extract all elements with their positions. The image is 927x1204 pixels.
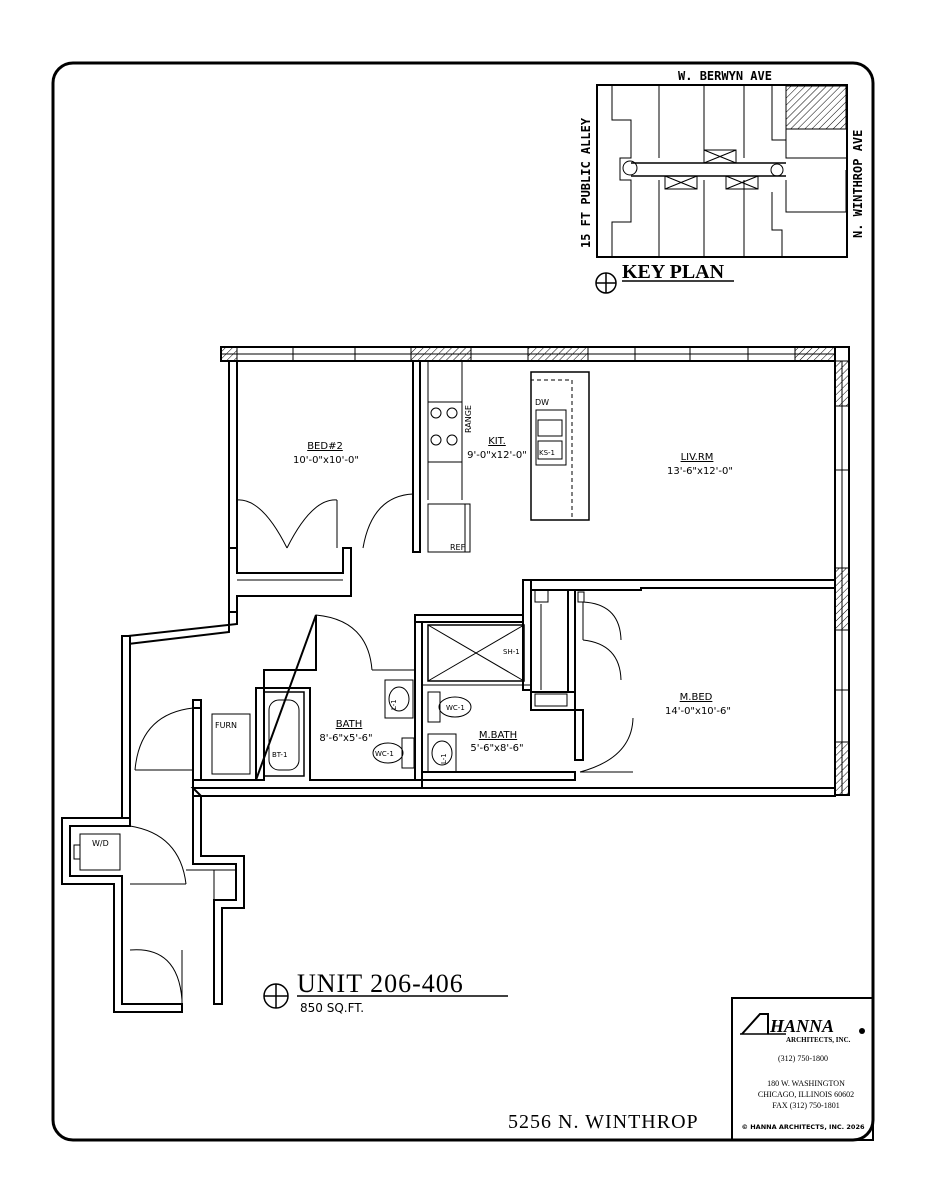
wd-label: W/D — [92, 839, 109, 848]
sheet-border — [51, 61, 875, 1142]
livrm-size: 13'-6"x12'-0" — [667, 466, 733, 477]
livrm-name: LIV.RM — [681, 452, 714, 463]
dw-label: DW — [535, 398, 549, 407]
l1b-label: L-1 — [440, 753, 448, 764]
range-label: RANGE — [464, 405, 473, 433]
unit-title: UNIT 206-406 — [297, 969, 464, 998]
unit-area: 850 SQ.FT. — [300, 1001, 364, 1015]
kit-size: 9'-0"x12'-0" — [467, 450, 527, 461]
ref-label: REF — [450, 543, 466, 552]
wc-master-bath — [427, 691, 472, 723]
mbath-name: M.BATH — [479, 730, 517, 741]
bt-label: BT-1 — [272, 751, 287, 759]
mbed-size: 14'-0"x10'-6" — [665, 706, 731, 717]
refrigerator — [427, 503, 471, 553]
street-left-label: 15 FT PUBLIC ALLEY — [579, 117, 593, 248]
firm-fax: FAX (312) 750-1801 — [772, 1101, 839, 1110]
wc-bath — [372, 737, 415, 769]
firm-name: HANNA — [769, 1016, 834, 1036]
firm-copyright: © HANNA ARCHITECTS, INC. 2026 — [741, 1123, 864, 1131]
key-plan: W. BERWYN AVE 15 FT PUBLIC ALLEY N. WINT… — [579, 69, 865, 294]
wc2-label: WC-1 — [375, 750, 394, 758]
bed2-name: BED#2 — [307, 441, 343, 452]
firm-phone: (312) 750-1800 — [778, 1054, 828, 1063]
firm-address1: 180 W. WASHINGTON — [767, 1079, 845, 1088]
bathtub — [263, 691, 305, 777]
firm-title-block: HANNA ARCHITECTS, INC. (312) 750-1800 18… — [731, 997, 874, 1141]
furn-label: FURN — [215, 721, 237, 730]
key-plan-north-symbol — [595, 272, 617, 294]
mbed-name: M.BED — [680, 692, 713, 703]
unit-north-symbol — [263, 983, 289, 1009]
lavatory-bath — [384, 679, 414, 719]
wc1-label: WC-1 — [446, 704, 465, 712]
unit-title-block: UNIT 206-406 850 SQ.FT. 5256 N. WINTHROP — [263, 969, 699, 1133]
hanna-logo-icon — [740, 1013, 865, 1035]
key-plan-unit-hatch — [785, 85, 847, 130]
address: 5256 N. WINTHROP — [508, 1111, 699, 1133]
bath-size: 8'-6"x5'-6" — [319, 733, 372, 744]
firm-address2: CHICAGO, ILLINOIS 60602 — [758, 1090, 854, 1099]
mbath-size: 5'-6"x8'-6" — [470, 743, 523, 754]
furnace — [211, 713, 251, 775]
street-top-label: W. BERWYN AVE — [678, 69, 772, 83]
l1a-label: L-1 — [390, 699, 398, 710]
key-plan-elevator — [664, 149, 759, 190]
room-labels: BED#2 10'-0"x10'-0" KIT. 9'-0"x12'-0" LI… — [293, 436, 733, 754]
floor-plan: RANGE REF DW KS-1 — [61, 346, 850, 1013]
kit-name: KIT. — [488, 436, 506, 447]
lavatory-master-bath — [427, 733, 457, 773]
bath-name: BATH — [336, 719, 363, 730]
bed2-size: 10'-0"x10'-0" — [293, 455, 359, 466]
street-right-label: N. WINTHROP AVE — [851, 130, 865, 238]
ks-label: KS-1 — [539, 449, 555, 457]
shower — [427, 624, 525, 682]
kitchen-island — [530, 371, 590, 521]
sh-label: SH-1 — [503, 648, 520, 656]
firm-sub: ARCHITECTS, INC. — [786, 1036, 851, 1044]
key-plan-title: KEY PLAN — [622, 261, 725, 283]
